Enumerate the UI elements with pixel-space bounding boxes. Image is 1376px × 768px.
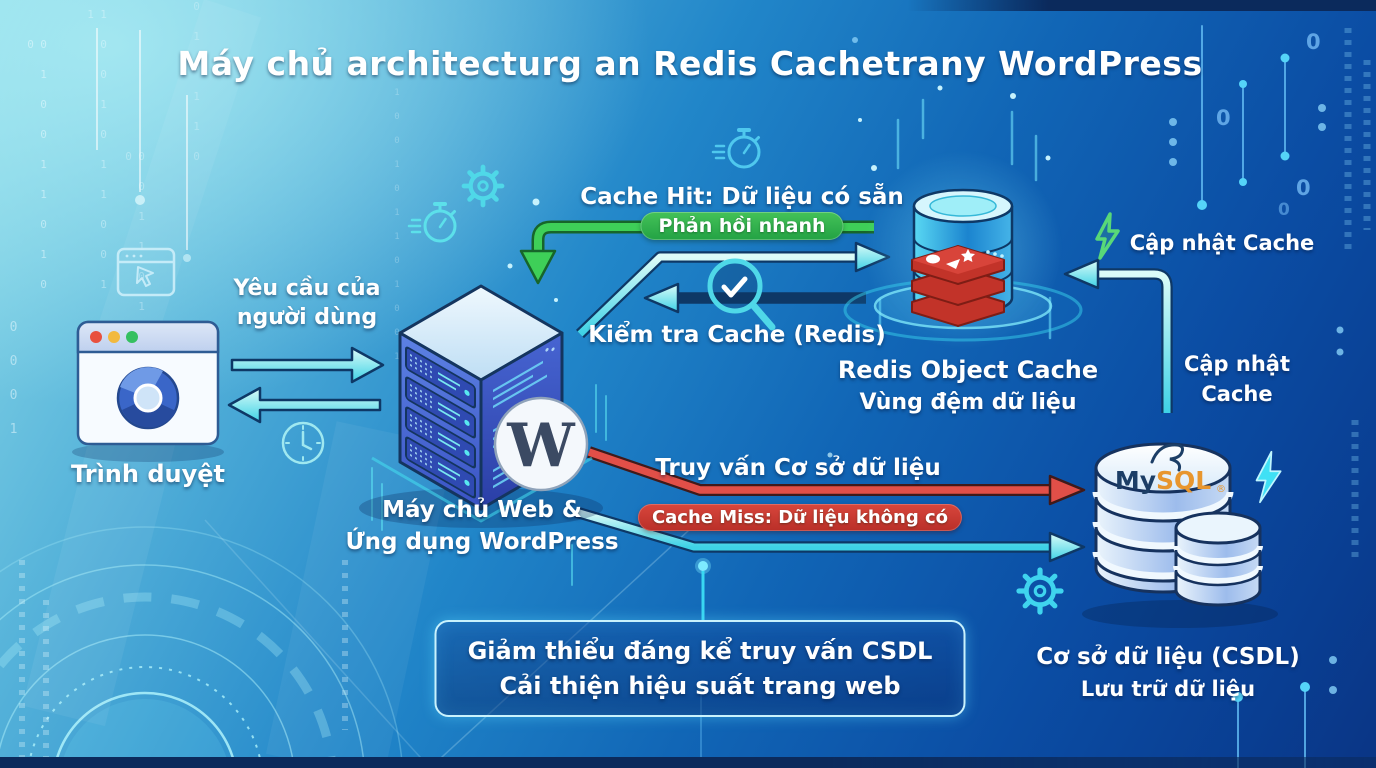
mysql-logo: My SQL ® [1115, 443, 1226, 495]
bottom-edge-bar [0, 757, 1376, 768]
binary-column: 1 0 0 1 0 1 1 0 1 0 0 1 [392, 88, 402, 364]
page-title: Máy chủ architecturg an Redis Cachetrany… [177, 44, 1203, 83]
chrome-logo [116, 366, 180, 430]
cache-hit-label: Cache Hit: Dữ liệu có sẵn [580, 184, 904, 210]
lightning-icon-green [1095, 212, 1120, 260]
summary-line2: Cải thiện hiệu suất trang web [499, 671, 901, 700]
zero-glyph: 0 [1306, 30, 1321, 54]
binary-column: 0 0 0 1 [6, 320, 21, 439]
fast-response-badge: Phản hồi nhanh [640, 212, 844, 240]
server-label-line2: Ứng dụng WordPress [345, 529, 619, 555]
update-cache-vertical-line2: Cache [1201, 382, 1273, 406]
database-subtitle: Lưu trữ dữ liệu [1080, 677, 1256, 701]
stopwatch-icon [407, 202, 457, 243]
summary-line1: Giảm thiểu đáng kể truy vấn CSDL [467, 636, 933, 665]
gear-icon [1019, 570, 1061, 612]
connector-dot [698, 561, 708, 571]
zero-glyph: 0 [1278, 200, 1290, 220]
traffic-light-dots [90, 331, 138, 343]
cache-check-label: Kiểm tra Cache (Redis) [588, 322, 886, 348]
user-request-label-line1: Yêu cầu của [233, 276, 381, 301]
arrow-check-cache-out [577, 253, 858, 337]
lightning-icon-cyan [1255, 450, 1282, 504]
redis-title: Redis Object Cache [837, 356, 1099, 384]
redis-logo [911, 245, 1005, 327]
zero-glyph: 0 [1216, 106, 1231, 130]
binary-column: 0 1 0 0 1 1 0 1 0 0 [24, 38, 50, 293]
magnifier-check-icon [707, 258, 776, 331]
update-cache-vertical-line1: Cập nhật [1183, 352, 1291, 376]
server-rack-units [405, 346, 476, 499]
arrow-update-cache [1096, 270, 1171, 413]
stopwatch-icon [711, 128, 761, 169]
browser-window-cursor-icon [116, 247, 176, 297]
mysql-node: My SQL ® [1082, 442, 1278, 628]
arrow-db-query [587, 448, 1052, 494]
db-query-label: Truy vấn Cơ sở dữ liệu [655, 455, 941, 481]
user-request-label-line2: người dùng [236, 305, 378, 330]
redis-node [843, 150, 1083, 350]
arrow-server-response [227, 386, 382, 424]
top-edge-bar [908, 0, 1376, 11]
binary-column: 0 1 0 1 1 0 [190, 0, 203, 180]
wordpress-logo: W [493, 396, 589, 492]
arrow-cache-hit [534, 223, 874, 252]
svg-text:My: My [1115, 466, 1156, 495]
svg-text:SQL: SQL [1156, 466, 1211, 495]
update-cache-label: Cập nhật Cache [1129, 231, 1315, 255]
gear-icon [464, 167, 502, 205]
svg-text:W: W [506, 411, 576, 481]
clock-icon [281, 421, 325, 465]
browser-label: Trình duyệt [71, 460, 225, 488]
cache-miss-badge: Cache Miss: Dữ liệu không có [637, 504, 963, 531]
browser-node [72, 320, 224, 462]
zero-glyph: 0 [1296, 176, 1311, 200]
redis-subtitle: Vùng đệm dữ liệu [859, 390, 1077, 415]
summary-box: Giảm thiểu đáng kể truy vấn CSDL Cải thi… [434, 620, 966, 717]
server-label-line1: Máy chủ Web & [382, 497, 582, 523]
arrow-cache-miss-path [575, 508, 1052, 551]
server-node: W [359, 284, 603, 528]
svg-text:®: ® [1216, 484, 1226, 495]
database-title: Cơ sở dữ liệu (CSDL) [1036, 644, 1300, 670]
arrow-user-request [230, 346, 385, 384]
binary-column: 1 0 0 1 0 1 1 0 0 1 1 [84, 8, 110, 293]
